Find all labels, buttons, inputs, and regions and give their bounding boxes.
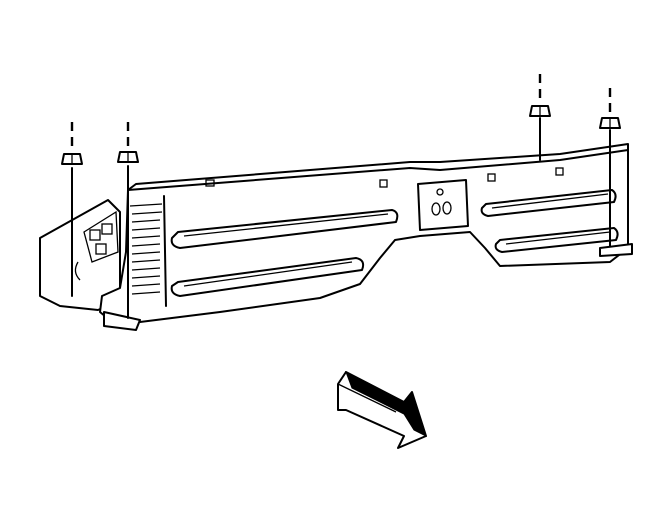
right-foot: [599, 243, 633, 257]
upper-right-slot-inner: [491, 193, 609, 209]
panel-divider-left: [163, 195, 167, 307]
nut-left-outer: [61, 153, 83, 165]
connector-pin-1: [431, 202, 441, 216]
lower-left-slot-inner: [183, 261, 353, 287]
connector-pin-2: [442, 201, 452, 215]
switch-1: [89, 229, 101, 241]
switch-2: [101, 223, 113, 235]
nut-right-outer: [599, 117, 621, 129]
lower-right-slot-inner: [505, 231, 611, 245]
louvre-vent: [129, 203, 163, 295]
upper-left-slot-inner: [183, 213, 389, 237]
nut-right-inner: [529, 105, 551, 117]
bracket-bolt: [436, 188, 444, 196]
top-edge-clips: [205, 167, 564, 188]
switch-bezel: [83, 210, 119, 263]
nut-left-inner: [117, 151, 139, 163]
left-tab: [74, 261, 81, 281]
panel-top-edge: [127, 143, 629, 191]
switch-3: [95, 243, 107, 255]
forward-arrow-icon: [337, 370, 427, 449]
